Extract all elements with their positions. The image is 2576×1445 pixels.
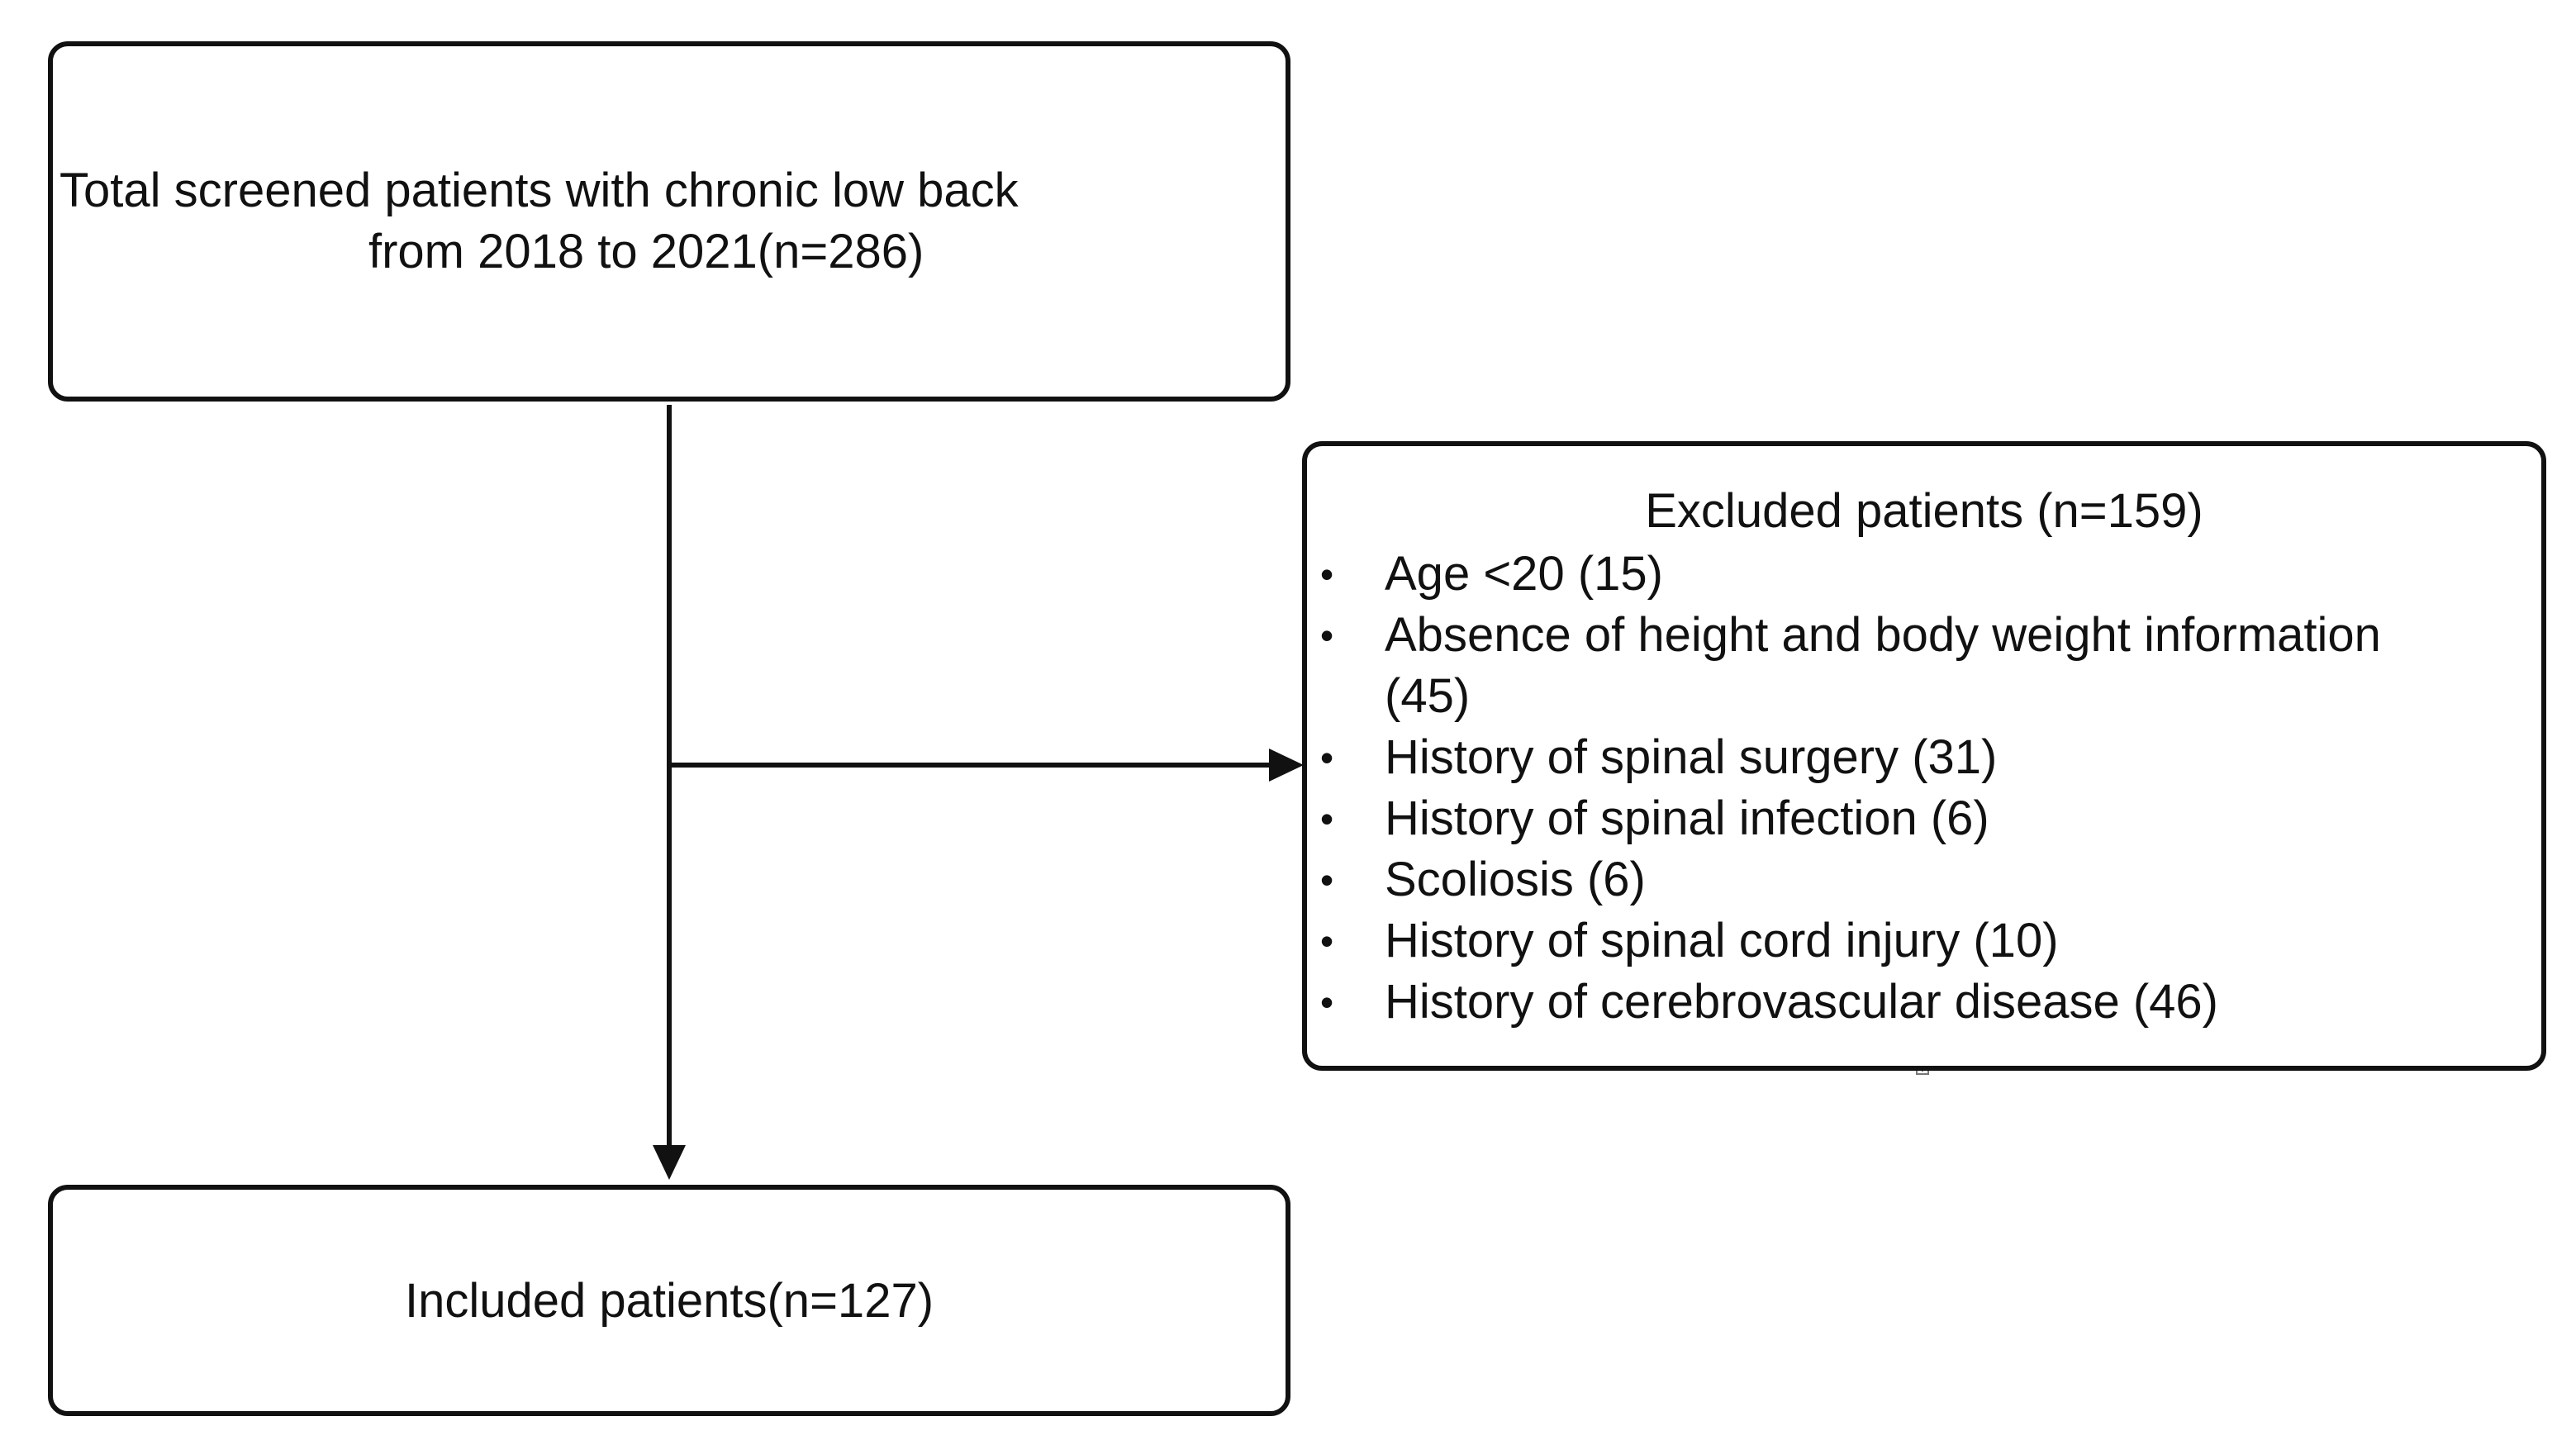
exclusion-criterion: • History of spinal cord injury (10) [1310,910,2467,972]
down-arrowhead [653,1145,686,1180]
exclusion-criterion: • History of spinal infection (6) [1310,788,2467,849]
bullet-icon: • [1320,981,1334,1024]
exclusion-criterion: • Age <20 (15) [1310,544,2467,605]
exclusion-criterion: • History of cerebrovascular disease (46) [1310,972,2467,1033]
included-patients-box [48,1185,1290,1416]
bullet-icon: • [1320,614,1334,657]
criterion-text: History of spinal infection (6) [1385,791,1989,845]
excluded-title: Excluded patients (n=159) [1645,484,2203,538]
bullet-icon: • [1320,858,1334,901]
exclusion-criterion: • History of spinal surgery (31) [1310,727,2467,788]
exclusion-criterion: • Absence of height and body weight infor… [1310,605,2467,727]
exclusion-criteria-list: • Age <20 (15) • Absence of height and bod… [1310,544,2467,1033]
criterion-text: History of spinal cord injury (10) [1385,914,2059,967]
excluded-patients-box [1302,441,2546,1071]
screened-line-2: from 2018 to 2021(n=286) [368,225,924,278]
criterion-text: Age <20 (15) [1385,547,1663,601]
criterion-text: History of spinal surgery (31) [1385,730,1998,784]
bullet-icon: • [1320,920,1334,963]
criterion-text: History of cerebrovascular disease (46) [1385,975,2218,1029]
criterion-text: Scoliosis (6) [1385,853,1646,906]
bullet-icon: • [1320,736,1334,779]
screened-patients-box [48,41,1290,402]
bullet-icon: • [1320,553,1334,596]
right-arrowhead [1269,749,1304,782]
screened-line-1: Total screened patients with chronic low… [59,164,1019,217]
included-label: Included patients(n=127) [404,1274,934,1328]
bullet-icon: • [1320,797,1334,840]
exclusion-criterion: • Scoliosis (6) [1310,849,2467,910]
criterion-text: Absence of height and body weight inform… [1385,608,2381,723]
